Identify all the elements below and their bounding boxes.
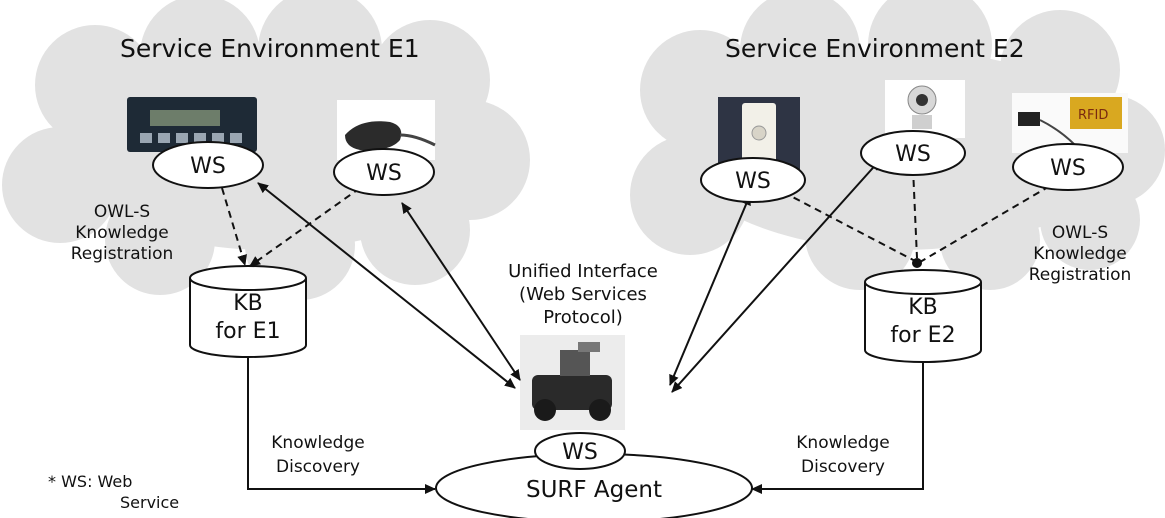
- footnote: * WS: Web Service: [48, 472, 179, 512]
- unified-interface-arrows: [257, 159, 881, 393]
- registration-e2-line3: Registration: [1029, 265, 1132, 285]
- lcd-panel-device-image: [127, 97, 257, 152]
- ws-node-agent: WS: [534, 432, 626, 470]
- wall-dimmer-device-image: [718, 97, 800, 169]
- environment-e2-title: Service Environment E2: [725, 34, 1025, 63]
- registration-note-e2: OWL-S Knowledge Registration: [1029, 223, 1132, 285]
- discovery-line-e1: [247, 352, 436, 494]
- surf-agent-label: SURF Agent: [526, 477, 662, 503]
- ws-label: WS: [735, 169, 771, 194]
- robot-image: [520, 335, 625, 430]
- environment-e1-title: Service Environment E1: [120, 34, 420, 63]
- discovery-e1-line2: Discovery: [276, 457, 360, 477]
- ws-label: WS: [190, 154, 226, 179]
- ws-label: WS: [562, 440, 598, 465]
- footnote-line2: Service: [120, 493, 179, 512]
- unified-interface-note: Unified Interface (Web Services Protocol…: [508, 261, 658, 328]
- ws-label: WS: [895, 142, 931, 167]
- kb-e1-title: KB: [233, 291, 263, 316]
- discovery-e1-line1: Knowledge: [271, 433, 364, 453]
- registration-e1-line1: OWL-S: [94, 202, 150, 222]
- discovery-e2-line1: Knowledge: [796, 433, 889, 453]
- discovery-note-e2: Knowledge Discovery: [796, 433, 889, 477]
- registration-e2-line1: OWL-S: [1052, 223, 1108, 243]
- ws-node-e2-dimmer: WS: [700, 157, 806, 203]
- ws-node-e1-lcd: WS: [152, 141, 264, 189]
- footnote-line1: * WS: Web: [48, 472, 132, 491]
- rfid-reader-device-image: RFID: [1012, 93, 1128, 153]
- registration-e2-line2: Knowledge: [1033, 244, 1126, 264]
- ws-label: WS: [1050, 156, 1086, 181]
- kb-e1-subtitle: for E1: [215, 319, 280, 344]
- kb-e2-subtitle: for E2: [890, 323, 955, 348]
- discovery-line-e2: [751, 357, 924, 494]
- registration-e1-line3: Registration: [71, 244, 174, 264]
- gps-receiver-device-image: [337, 100, 436, 160]
- surf-agent-node: SURF Agent: [435, 453, 753, 518]
- unified-interface-line3: Protocol): [543, 307, 623, 328]
- unified-interface-line2: (Web Services: [519, 284, 647, 305]
- ws-node-e2-rfid: WS: [1012, 143, 1124, 191]
- kb-e2-cylinder: KB for E2: [864, 269, 982, 363]
- discovery-note-e1: Knowledge Discovery: [271, 433, 364, 477]
- discovery-e2-line2: Discovery: [801, 457, 885, 477]
- kb-e2-title: KB: [908, 295, 938, 320]
- ws-node-e1-gps: WS: [333, 148, 435, 196]
- kb-e1-cylinder: KB for E1: [189, 265, 307, 358]
- ws-node-e2-webcam: WS: [860, 130, 966, 176]
- registration-e1-line2: Knowledge: [75, 223, 168, 243]
- ws-label: WS: [366, 161, 402, 186]
- registration-note-e1: OWL-S Knowledge Registration: [71, 202, 174, 264]
- registration-junction-e2: [912, 258, 922, 268]
- unified-interface-line1: Unified Interface: [508, 261, 658, 282]
- svg-text:RFID: RFID: [1078, 108, 1108, 123]
- webcam-device-image: [885, 80, 965, 138]
